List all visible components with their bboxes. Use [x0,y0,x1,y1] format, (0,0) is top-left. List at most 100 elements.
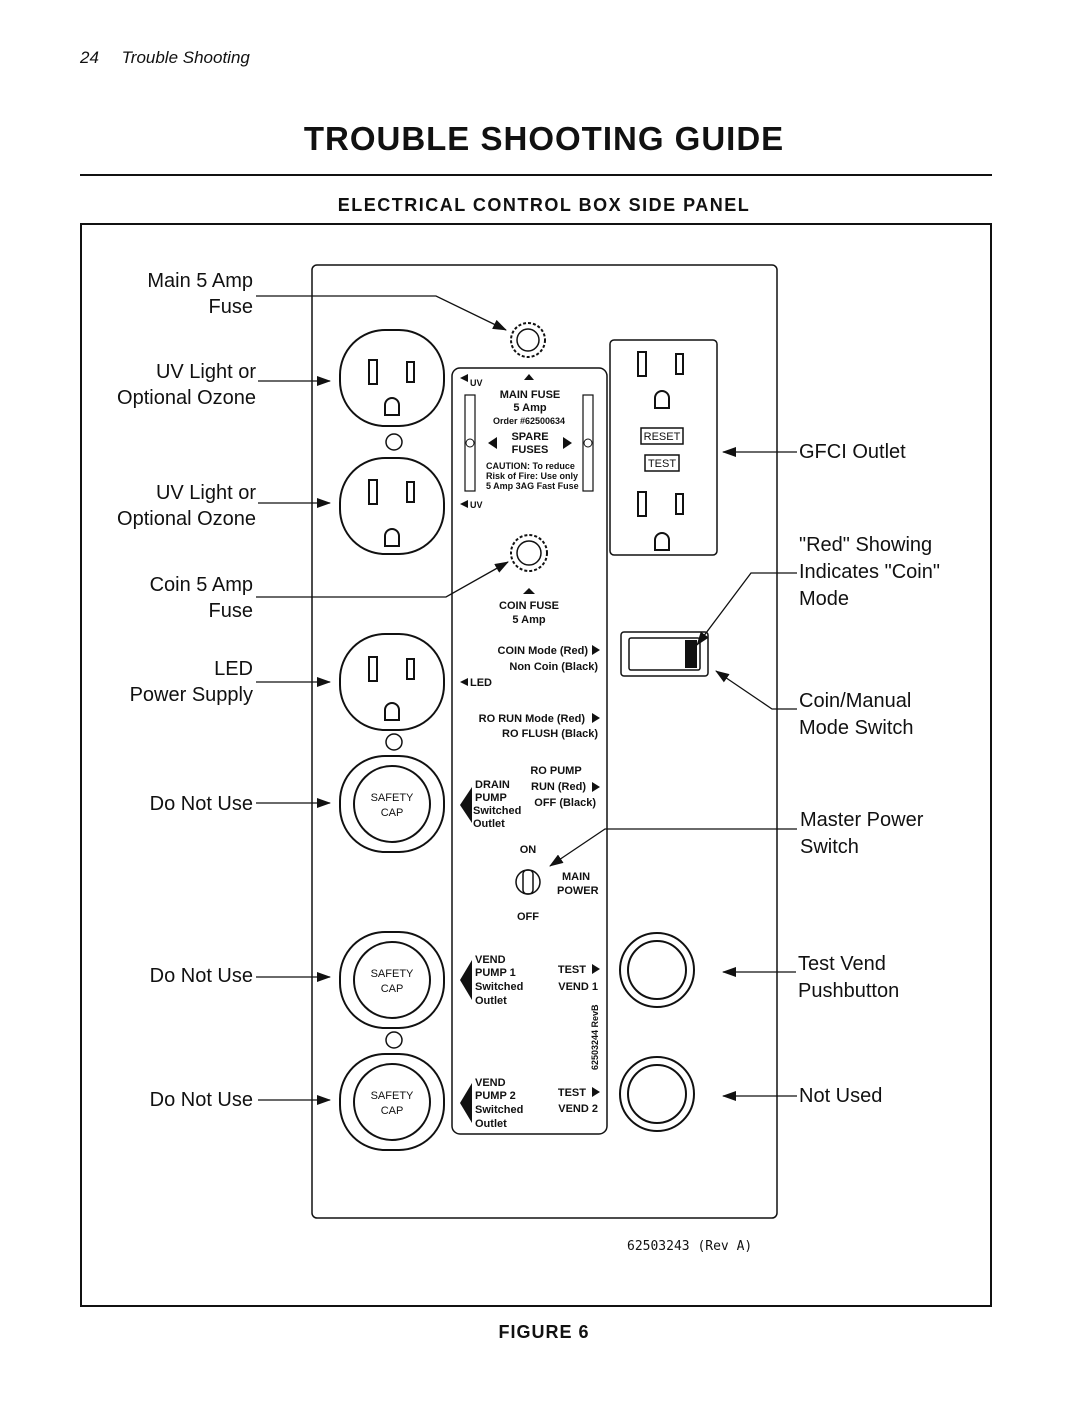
spare-fuse-left [464,394,476,492]
coin-mode-switch [620,631,709,677]
svg-text:Fuse: Fuse [209,296,253,318]
svg-text:Master Power: Master Power [800,809,924,831]
svg-text:Optional Ozone: Optional Ozone [117,508,256,530]
vend-pump-1-label: Outlet [475,995,507,1007]
on-label: ON [520,844,537,856]
mount-screw [385,1031,403,1049]
arrow-up-icon [523,588,535,594]
safety-cap-1: SAFETY CAP [339,755,445,853]
section-name: Trouble Shooting [121,48,250,67]
coin-fuse-label: COIN FUSE [499,600,559,612]
svg-text:Main 5 Amp: Main 5 Amp [147,270,253,292]
uv-label-bottom: UV [470,500,483,510]
page-header: 24 Trouble Shooting [80,48,250,68]
callout-coin-fuse: Coin 5 Amp Fuse [150,561,509,622]
arrow-left-icon [460,678,468,686]
panel-part-number: 62503243 (Rev A) [627,1239,752,1254]
mount-screw [385,733,403,751]
vend-pump-2-label: VEND [475,1077,506,1089]
arrow-up-icon [524,374,534,380]
off-label: OFF [517,911,539,923]
svg-text:"Red" Showing: "Red" Showing [799,534,932,556]
arrow-left-icon [460,1083,472,1123]
caution-line: 5 Amp 3AG Fast Fuse [486,481,579,491]
callout-led: LED Power Supply [130,658,331,706]
safety-cap-label: CAP [381,807,404,819]
arrow-right-icon [592,713,600,723]
caution-line: CAUTION: To reduce [486,461,575,471]
gfci-outlet: RESET TEST [609,339,718,556]
coin-fuse-amp: 5 Amp [512,614,545,626]
arrow-right-icon [592,1087,600,1097]
vend-pump-2-label: PUMP 2 [475,1090,516,1102]
svg-text:Mode: Mode [799,588,849,610]
callout-mode-switch: Coin/Manual Mode Switch [715,670,914,739]
svg-text:Do Not Use: Do Not Use [150,965,253,987]
callout-uv-2: UV Light or Optional Ozone [117,482,331,530]
test-vend-pushbutton [619,932,695,1008]
svg-text:UV Light or: UV Light or [156,482,256,504]
main-power-label: MAIN [562,871,590,883]
reset-label: RESET [644,431,681,443]
callout-gfci: GFCI Outlet [722,441,906,463]
arrow-right-icon [592,964,600,974]
spare-fuses-label: FUSES [512,444,549,456]
led-label: LED [470,677,492,689]
svg-text:Mode Switch: Mode Switch [799,717,914,739]
drain-pump-label: Outlet [473,818,505,830]
uv-outlet-1 [339,329,445,427]
arrow-right-icon [592,782,600,792]
svg-text:UV Light or: UV Light or [156,361,256,383]
vend-pump-2-label: Outlet [475,1118,507,1130]
plate-part-number: 62503244 RevB [590,1004,600,1070]
svg-text:Test Vend: Test Vend [798,953,886,975]
test-vend-1-label: VEND 1 [558,981,598,993]
vend-pump-1-label: VEND [475,954,506,966]
svg-text:Not Used: Not Used [799,1085,882,1107]
led-outlet [339,633,445,731]
vend-pump-1-label: PUMP 1 [475,967,516,979]
svg-text:GFCI Outlet: GFCI Outlet [799,441,906,463]
plate-labels: UV MAIN FUSE 5 Amp Order #62500634 SPARE… [460,374,600,1130]
arrow-left-icon [460,374,468,382]
drain-pump-label: DRAIN [475,779,510,791]
svg-text:Indicates "Coin": Indicates "Coin" [799,561,940,583]
main-fuse-label: MAIN FUSE [500,389,561,401]
non-coin-label: Non Coin (Black) [509,661,598,673]
arrow-right-icon [563,437,572,449]
main-fuse-amp: 5 Amp [513,402,546,414]
page-title: TROUBLE SHOOTING GUIDE [303,120,785,157]
uv-outlet-2 [339,457,445,555]
svg-text:Optional Ozone: Optional Ozone [117,387,256,409]
test-vend-2-label: VEND 2 [558,1103,598,1115]
safety-cap-label: SAFETY [371,1090,414,1102]
ro-pump-run: RUN (Red) [531,781,586,793]
ro-pump-label: RO PUMP [530,765,581,777]
vend-pump-2-label: Switched [475,1104,523,1116]
arrow-left-icon [460,500,468,508]
title-rule [80,174,992,176]
svg-text:Fuse: Fuse [209,600,253,622]
ro-run-label: RO RUN Mode (Red) [479,713,586,725]
main-fuse-order: Order #62500634 [493,416,565,426]
callout-red-showing: "Red" Showing Indicates "Coin" Mode [696,534,940,646]
safety-cap-label: CAP [381,1105,404,1117]
arrow-left-icon [460,960,472,1000]
ro-pump-off: OFF (Black) [534,797,596,809]
arrow-right-icon [592,645,600,655]
test-label: TEST [648,458,676,470]
safety-cap-label: SAFETY [371,792,414,804]
vend-pump-1-label: Switched [475,981,523,993]
label-plate [451,367,608,1135]
drain-pump-label: Switched [473,805,521,817]
caution-line: Risk of Fire: Use only [486,471,578,481]
callout-test-vend: Test Vend Pushbutton [722,953,899,1002]
figure-frame [80,223,992,1307]
figure-caption: FIGURE 6 [498,1322,590,1342]
callout-do-not-use-3: Do Not Use [150,1089,331,1111]
test-button [644,454,680,472]
callout-uv-1: UV Light or Optional Ozone [117,361,331,409]
unused-pushbutton [619,1056,695,1132]
svg-text:Pushbutton: Pushbutton [798,980,899,1002]
